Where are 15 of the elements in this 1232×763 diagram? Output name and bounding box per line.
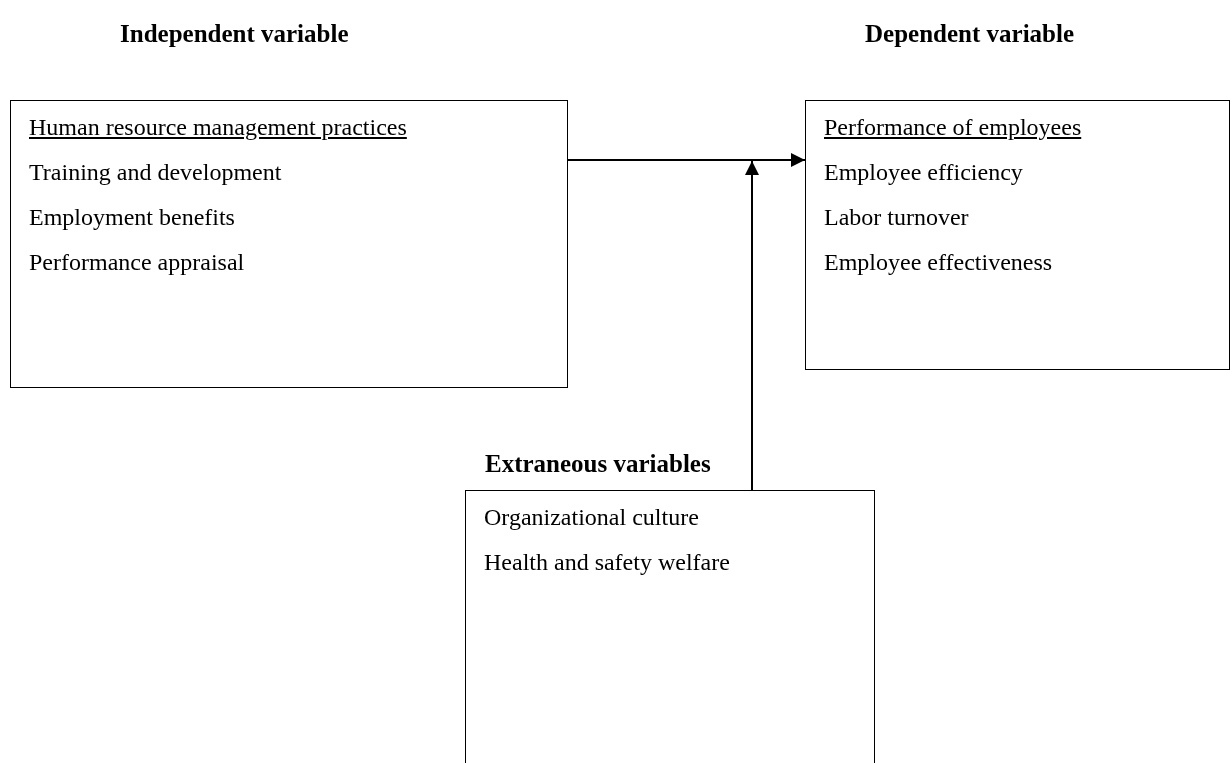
variable-item: Health and safety welfare: [484, 548, 730, 576]
arrow: [745, 160, 759, 491]
box-title: Performance of employees: [824, 113, 1082, 141]
variable-item: Employee efficiency: [824, 158, 1023, 186]
variable-heading: Independent variable: [120, 20, 349, 48]
variable-item: Labor turnover: [824, 203, 969, 231]
variable-item: Training and development: [29, 158, 282, 186]
variable-item: Employee effectiveness: [824, 248, 1053, 276]
variable-heading: Dependent variable: [865, 20, 1075, 48]
variable-item: Employment benefits: [29, 203, 235, 231]
variable-item: Organizational culture: [484, 503, 699, 531]
arrow: [567, 153, 806, 167]
variable-heading: Extraneous variables: [485, 450, 711, 478]
box-title: Human resource management practices: [29, 113, 407, 141]
variable-item: Performance appraisal: [29, 248, 245, 276]
